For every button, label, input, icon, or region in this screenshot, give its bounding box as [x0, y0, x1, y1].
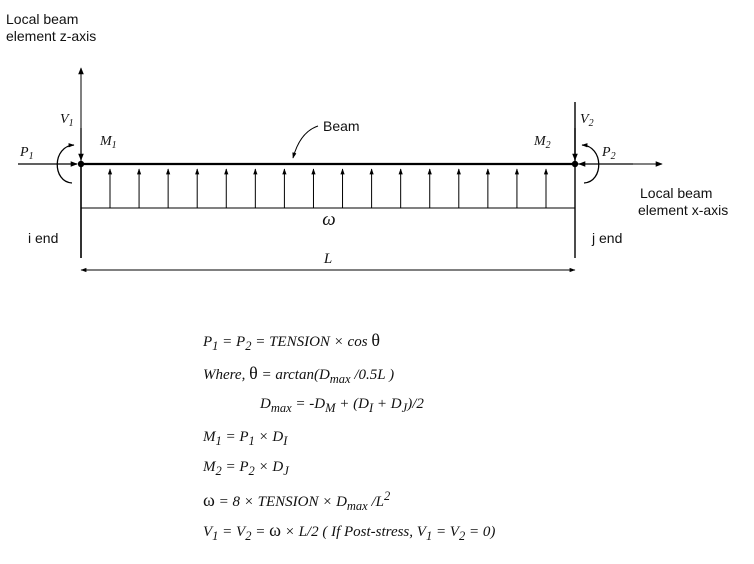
m2-label: M2	[533, 134, 551, 151]
p2-label: P2	[601, 145, 616, 162]
j-end-label: j end	[591, 230, 622, 246]
length-label: L	[323, 251, 332, 267]
equation-m1: M1 = P1 × DI	[203, 429, 288, 448]
i-node	[77, 160, 85, 168]
v1-label: V1	[60, 112, 74, 129]
equation-v: V1 = V2 = ω × L/2 ( If Post-stress, V1 =…	[203, 520, 496, 543]
distributed-load-arrows	[107, 168, 549, 208]
x-axis-label: Local beam element x-axis	[638, 185, 728, 218]
z-axis-label: Local beam element z-axis	[6, 11, 96, 44]
equation-m2: M2 = P2 × DJ	[203, 459, 289, 478]
beam-label: Beam	[323, 118, 360, 134]
equation-omega: ω = 8 × TENSION × Dmax /L2	[203, 489, 391, 513]
equation-p: P1 = P2 = TENSION × cos θ	[203, 330, 380, 353]
m1-moment-arrow	[56, 143, 75, 184]
omega-label: ω	[322, 209, 335, 230]
v2-label: V2	[580, 112, 594, 129]
m1-label: M1	[99, 134, 117, 151]
equation-dmax: Dmax = -DM + (DI + DJ)/2	[260, 396, 424, 415]
p1-label: P1	[19, 145, 34, 162]
j-node	[571, 160, 579, 168]
beam-callout-leader	[292, 125, 319, 159]
equation-theta: Where, θ = arctan(Dmax /0.5L )	[203, 363, 395, 386]
m2-moment-arrow	[581, 143, 600, 184]
i-end-label: i end	[28, 230, 58, 246]
